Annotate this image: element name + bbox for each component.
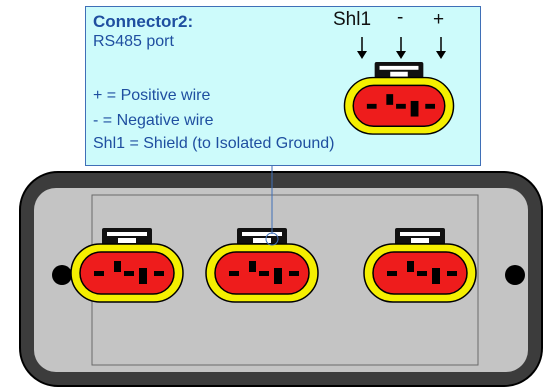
connector2-callout: Connector2: RS485 port + = Positive wire… — [85, 6, 481, 166]
mounting-hole-right — [505, 265, 525, 285]
connector2-detail — [343, 62, 455, 135]
legend-shield: Shl1 = Shield (to Isolated Ground) — [93, 135, 335, 152]
legend-negative: - = Negative wire — [93, 112, 214, 129]
pin-label-shield: Shl1 — [333, 9, 372, 30]
callout-subtitle: RS485 port — [93, 33, 174, 50]
pin-label-negative: - — [397, 7, 404, 28]
legend-positive: + = Positive wire — [93, 87, 211, 104]
mounting-hole-left — [52, 265, 72, 285]
pin-label-positive: + — [433, 9, 445, 30]
leader-marker — [265, 232, 279, 246]
callout-graphics — [343, 37, 455, 135]
callout-title: Connector2: — [93, 12, 194, 31]
